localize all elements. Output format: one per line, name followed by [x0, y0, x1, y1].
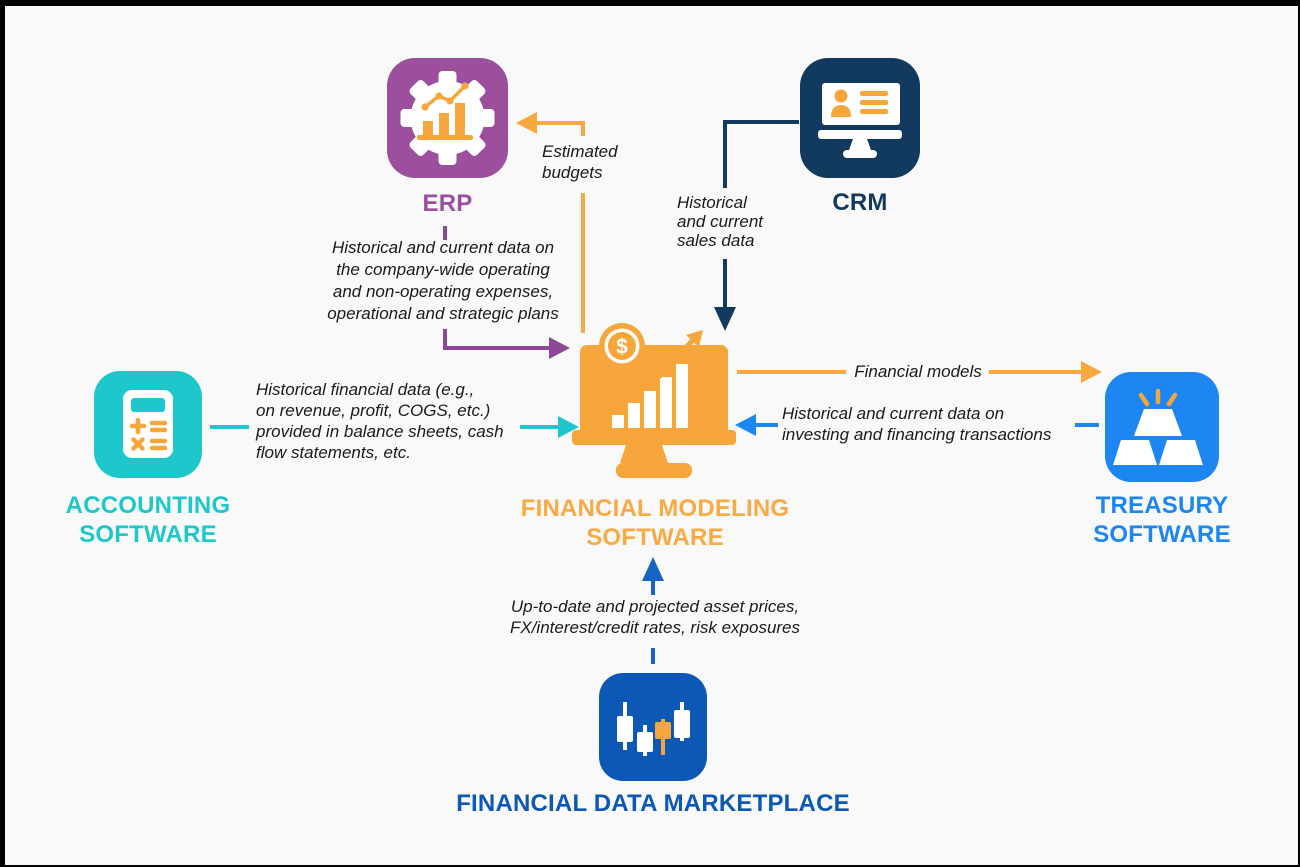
- treasury-to-fms-annotation: Historical and current data on investing…: [782, 404, 1052, 444]
- erp-label: ERP: [422, 190, 473, 217]
- accounting-calculator-icon: [94, 371, 202, 478]
- accounting-to-fms-annotation: Historical financial data (e.g., on reve…: [256, 380, 504, 462]
- crm-to-fms-annotation: Historical and current sales data: [677, 193, 763, 250]
- fms-label: FINANCIAL MODELING SOFTWARE: [520, 495, 790, 551]
- svg-text:$: $: [616, 336, 628, 359]
- financial-models-annotation: Financial models: [854, 362, 982, 381]
- erp-gear-chart-icon: [387, 58, 508, 178]
- erp-to-fms-annotation: Historical and current data on the compa…: [327, 238, 559, 323]
- crm-monitor-contact-icon: [800, 58, 920, 178]
- marketplace-candlestick-icon: [599, 673, 707, 781]
- marketplace-label: FINANCIAL DATA MARKETPLACE: [456, 790, 850, 817]
- treasury-gold-bars-icon: [1105, 372, 1219, 482]
- marketplace-to-fms-annotation: Up-to-date and projected asset prices, F…: [509, 597, 801, 637]
- treasury-label: TREASURY SOFTWARE: [1093, 492, 1231, 548]
- accounting-label: ACCOUNTING SOFTWARE: [65, 492, 231, 548]
- crm-label: CRM: [832, 189, 888, 216]
- fms-monitor-growth-dollar-icon: $: [560, 318, 740, 480]
- estimated-budgets-annotation: Estimated budgets: [542, 142, 618, 182]
